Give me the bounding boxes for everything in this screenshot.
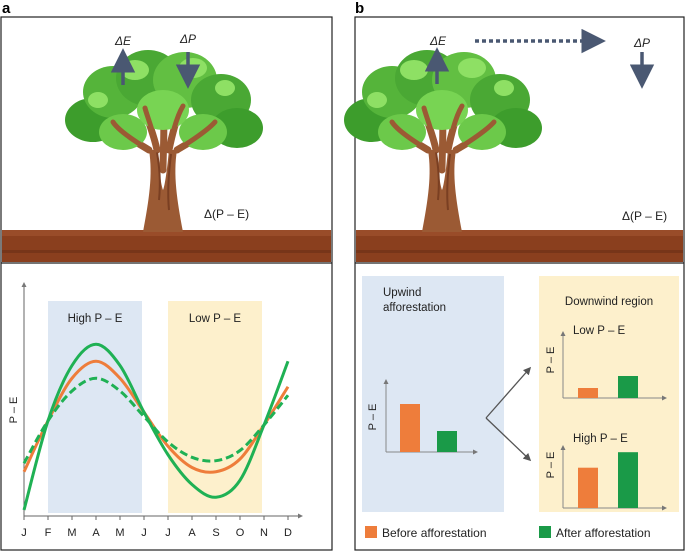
band-low-label: Low P – E: [189, 313, 242, 325]
line-chart-ylabel: P – E: [8, 397, 20, 424]
legend-after-label: After afforestation: [556, 526, 651, 540]
upwind-title-line1: Upwind: [383, 287, 421, 299]
month-tick-label: A: [92, 527, 100, 539]
legend-swatch-before: [365, 526, 377, 538]
month-tick-label: M: [115, 527, 124, 539]
upwind-bar-before: [400, 404, 420, 452]
legend-swatch-after: [539, 526, 551, 538]
branch-arrow-up: [485, 366, 532, 419]
legend-before-label: Before afforestation: [382, 526, 487, 540]
month-tick-label: J: [165, 527, 171, 539]
month-tick-label: N: [260, 527, 268, 539]
month-tick-label: J: [21, 527, 27, 539]
panel-b-delta-p: ΔP: [633, 36, 650, 50]
high-pe-label: High P – E: [573, 433, 628, 445]
month-tick-label: O: [236, 527, 245, 539]
month-tick-label: S: [212, 527, 219, 539]
upwind-title-line2: afforestation: [383, 302, 446, 314]
low-pe-label: Low P – E: [573, 325, 626, 337]
band-high-label: High P – E: [68, 313, 123, 325]
upwind-ylabel: P – E: [367, 404, 379, 431]
panel-a-delta-pe: Δ(P – E): [204, 207, 249, 221]
green-dashed-curve: [22, 376, 290, 464]
high-bar-after: [618, 452, 638, 508]
panel-a-label: a: [2, 0, 11, 17]
branch-arrow-down: [485, 417, 532, 462]
low-ylabel: P – E: [545, 347, 557, 374]
downwind-title: Downwind region: [565, 296, 653, 308]
high-bar-before: [578, 467, 598, 508]
band-low: [168, 301, 262, 513]
green-solid-curve: [22, 342, 290, 511]
month-tick-label: A: [188, 527, 196, 539]
band-high: [48, 301, 142, 513]
high-ylabel: P – E: [545, 452, 557, 479]
month-tick-label: M: [67, 527, 76, 539]
low-bar-after: [618, 376, 638, 398]
downwind-box: [539, 276, 679, 512]
month-tick-label: F: [45, 527, 52, 539]
upwind-bar-after: [437, 431, 457, 452]
low-bar-before: [578, 388, 598, 398]
month-tick-label: J: [141, 527, 147, 539]
panel-a-delta-p: ΔP: [179, 32, 196, 46]
panel-a-delta-e: ΔE: [114, 34, 132, 48]
month-tick-label: D: [284, 527, 292, 539]
panel-b-delta-pe: Δ(P – E): [622, 209, 667, 223]
panel-b-delta-e: ΔE: [429, 34, 447, 48]
panel-b-label: b: [355, 0, 364, 17]
